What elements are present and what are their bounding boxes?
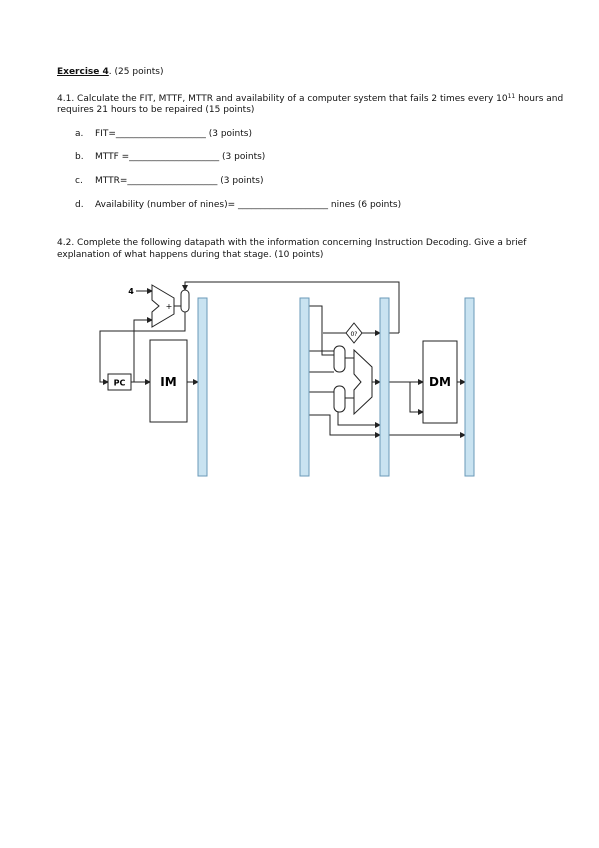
dm-label: DM <box>429 375 451 389</box>
adder-plus: + <box>166 302 173 311</box>
exercise-title-suffix: . <box>108 67 112 77</box>
question-4-2-line-1: 4.2. Complete the following datapath wit… <box>57 238 527 248</box>
zero-test-diamond <box>345 322 363 344</box>
item-text: MTTR=____________________ (3 points) <box>95 176 264 186</box>
exponent: 11 <box>507 93 516 100</box>
item-label: d. <box>75 200 84 210</box>
answer-item-mttf: b. MTTF =____________________ (3 points) <box>75 151 265 163</box>
question-4-1-text: 4.1. Calculate the FIT, MTTF, MTTR and a… <box>57 94 508 104</box>
pc-box <box>107 373 132 391</box>
item-label: c. <box>75 176 83 186</box>
pipeline-register-if-id <box>197 297 208 477</box>
pc-label: PC <box>114 379 126 388</box>
question-4-2-line-2: explanation of what happens during that … <box>57 250 324 260</box>
pc-mux <box>180 289 190 313</box>
exercise-title: Exercise 4 <box>57 67 109 77</box>
compare-label: 0? <box>350 331 357 338</box>
question-4-1-line-2: requires 21 hours to be repaired (15 poi… <box>57 105 255 115</box>
data-memory-box <box>422 340 458 424</box>
item-label: a. <box>75 129 84 139</box>
alu-input-mux-b <box>333 385 346 413</box>
instruction-memory-box <box>149 339 188 423</box>
pc-adder <box>151 284 175 328</box>
item-text: MTTF =____________________ (3 points) <box>95 152 266 162</box>
answer-item-availability: d. Availability (number of nines)= ______… <box>75 199 401 211</box>
answer-item-fit: a. FIT=____________________ (3 points) <box>75 128 252 140</box>
exercise-points: (25 points) <box>114 67 164 77</box>
const-four: 4 <box>128 287 134 296</box>
alu <box>353 348 373 416</box>
answer-item-mttr: c. MTTR=____________________ (3 points) <box>75 175 264 187</box>
pipeline-register-ex-mem <box>379 297 390 477</box>
item-text: Availability (number of nines)= ________… <box>95 200 402 210</box>
question-4-1-line-1: 4.1. Calculate the FIT, MTTF, MTTR and a… <box>57 93 563 105</box>
question-4-1-text-tail: hours and <box>515 94 564 104</box>
item-label: b. <box>75 152 84 162</box>
pipeline-register-id-ex <box>299 297 310 477</box>
im-label: IM <box>160 375 176 389</box>
pipeline-register-mem-wb <box>464 297 475 477</box>
exercise-header: Exercise 4. (25 points) <box>57 66 164 78</box>
item-text: FIT=____________________ (3 points) <box>95 129 252 139</box>
alu-input-mux-a <box>333 345 346 373</box>
